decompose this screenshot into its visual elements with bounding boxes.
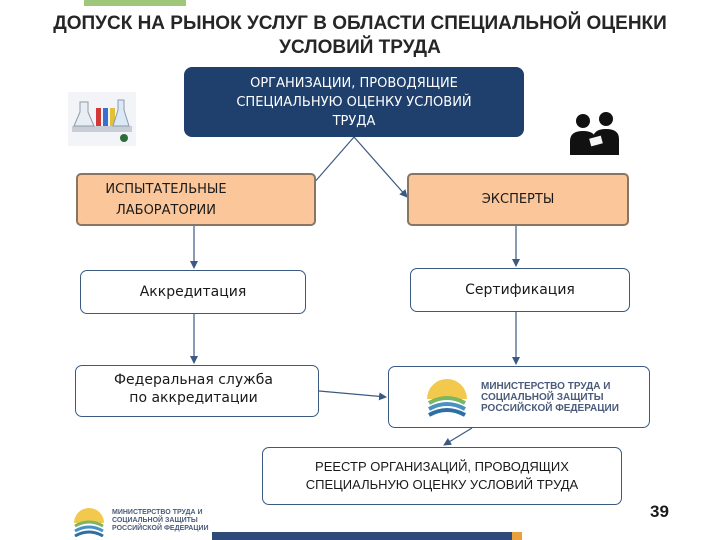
organizations-box-label: ОРГАНИЗАЦИИ, ПРОВОДЯЩИЕ СПЕЦИАЛЬНУЮ ОЦЕН…: [236, 75, 472, 129]
accreditation-label: Аккредитация: [139, 284, 247, 300]
experts-box: ЭКСПЕРТЫ: [407, 173, 629, 226]
arrow-federal-to-ministry: [318, 390, 387, 401]
slide-title: ДОПУСК НА РЫНОК УСЛУГ В ОБЛАСТИ СПЕЦИАЛЬ…: [53, 13, 667, 58]
top-accent-bar: [84, 0, 186, 6]
footer-bar: [212, 532, 512, 540]
footer-bar-accent: [512, 532, 522, 540]
ministry-box: МИНИСТЕРСТВО ТРУДА И СОЦИАЛЬНОЙ ЗАЩИТЫ Р…: [388, 366, 650, 428]
arrow-ministry-to-registry: [443, 427, 473, 446]
registry-box: РЕЕСТР ОРГАНИЗАЦИЙ, ПРОВОДЯЩИХ СПЕЦИАЛЬН…: [262, 447, 622, 505]
certification-box: Сертификация: [410, 268, 630, 312]
ministry-emblem-icon: [74, 508, 104, 537]
federal-service-box: Федеральная служба по аккредитации: [75, 365, 319, 417]
page-number: 39: [650, 502, 669, 521]
ministry-emblem-icon: [427, 379, 467, 417]
ministry-logo-text: МИНИСТЕРСТВО ТРУДА И СОЦИАЛЬНОЙ ЗАЩИТЫ Р…: [481, 380, 619, 414]
organizations-box: ОРГАНИЗАЦИИ, ПРОВОДЯЩИЕ СПЕЦИАЛЬНУЮ ОЦЕН…: [184, 67, 524, 137]
federal-service-label: Федеральная служба по аккредитации: [114, 372, 273, 406]
experts-label: ЭКСПЕРТЫ: [481, 192, 555, 207]
accreditation-box: Аккредитация: [80, 270, 306, 314]
registry-label: РЕЕСТР ОРГАНИЗАЦИЙ, ПРОВОДЯЩИХ СПЕЦИАЛЬН…: [305, 459, 579, 492]
laboratory-flasks-icon: [68, 92, 136, 146]
footer-ministry-logo: МИНИСТЕРСТВО ТРУДА И СОЦИАЛЬНОЙ ЗАЩИТЫ Р…: [72, 503, 222, 539]
testing-labs-label: ИСПЫТАТЕЛЬНЫЕ ЛАБОРАТОРИИ: [105, 181, 227, 218]
experts-silhouette-icon: [566, 109, 622, 155]
testing-labs-box: ИСПЫТАТЕЛЬНЫЕ ЛАБОРАТОРИИ: [76, 173, 316, 226]
certification-label: Сертификация: [465, 282, 575, 298]
arrow-org-to-experts: [353, 136, 408, 198]
footer-ministry-text: МИНИСТЕРСТВО ТРУДА И СОЦИАЛЬНОЙ ЗАЩИТЫ Р…: [112, 509, 209, 532]
